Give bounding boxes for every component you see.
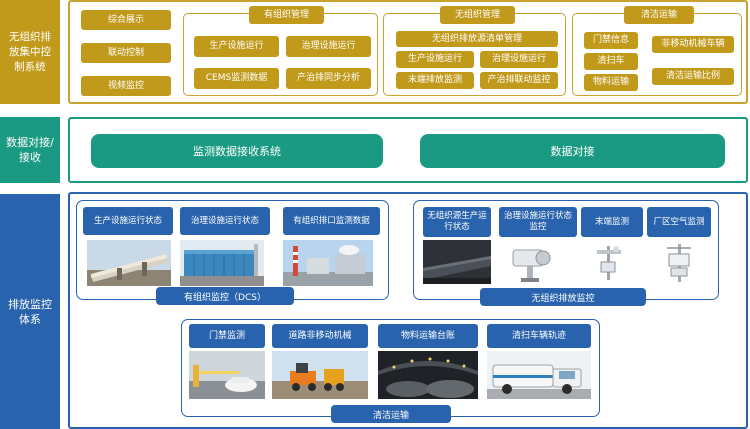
dcs-label-outlet: 有组织排口监测数据 [283,207,380,235]
unorg-label-source: 无组织源生产运行状态 [423,207,491,237]
organized-treatment-button[interactable]: 治理设施运行 [286,36,371,57]
row-label-data-interface: 数据对接/接收 [0,117,60,183]
material-transport-button[interactable]: 物料运输 [584,74,638,91]
unorg-label-treatment: 治理设施运行状态监控 [499,207,577,237]
video-monitor-button[interactable]: 视频监控 [81,76,171,96]
sync-analysis-button[interactable]: 产治排同步分析 [286,68,371,89]
control-system-frame [68,0,748,104]
fog-cannon-photo [499,240,573,284]
clean-label-sweeper: 清扫车辆轨迹 [487,324,591,348]
unorganized-caption: 无组织排放监控 [480,288,646,306]
clean-transport-caption: 清洁运输 [331,405,451,423]
unorg-label-end: 末端监测 [581,207,643,237]
end-monitor-photo [581,240,639,284]
sweeper-button[interactable]: 清扫车 [584,53,638,70]
non-mobile-vehicle-button[interactable]: 非移动机械车辆 [652,36,734,53]
linkage-monitor-button[interactable]: 产治排联动监控 [480,72,558,89]
sweeper-truck-photo [487,351,591,399]
monitoring-system-frame [68,192,748,429]
organized-production-button[interactable]: 生产设施运行 [194,36,279,57]
air-monitor-photo [647,240,711,284]
row-label-control-system: 无组织排放集中控制系统 [0,0,60,104]
overview-button[interactable]: 综合展示 [81,10,171,30]
unorg-label-air: 厂区空气监测 [647,207,711,237]
emission-source-list-button[interactable]: 无组织排放源清单管理 [396,31,558,47]
unorganized-production-button[interactable]: 生产设施运行 [396,51,474,68]
material-yard-photo [378,351,478,399]
dcs-label-production: 生产设施运行状态 [83,207,173,235]
data-docking-button[interactable]: 数据对接 [420,134,725,168]
clean-transport-title[interactable]: 清洁运输 [624,6,694,24]
end-emission-button[interactable]: 末端排放监测 [396,72,474,89]
dust-collector-photo [180,240,264,286]
clean-label-gate: 门禁监测 [189,324,265,348]
stack-outlet-photo [283,240,373,286]
conveyor-photo [423,240,491,284]
organized-management-title[interactable]: 有组织管理 [249,6,324,24]
clean-ratio-button[interactable]: 清洁运输比例 [652,68,734,85]
data-interface-frame [68,117,748,183]
unorganized-treatment-button[interactable]: 治理设施运行 [480,51,558,68]
gate-photo [189,351,265,399]
machinery-photo [272,351,368,399]
dcs-label-treatment: 治理设施运行状态 [180,207,270,235]
data-receiving-system-button[interactable]: 监测数据接收系统 [91,134,383,168]
dcs-caption: 有组织监控（DCS） [156,287,294,305]
unorganized-management-title[interactable]: 无组织管理 [440,6,515,24]
gate-info-button[interactable]: 门禁信息 [584,32,638,49]
cems-data-button[interactable]: CEMS监测数据 [194,68,279,89]
clean-label-road: 道路非移动机械 [272,324,368,348]
kiln-photo [87,240,171,286]
linkage-control-button[interactable]: 联动控制 [81,43,171,63]
row-label-monitoring-system: 排放监控体系 [0,194,60,429]
clean-label-material: 物料运输台账 [378,324,478,348]
